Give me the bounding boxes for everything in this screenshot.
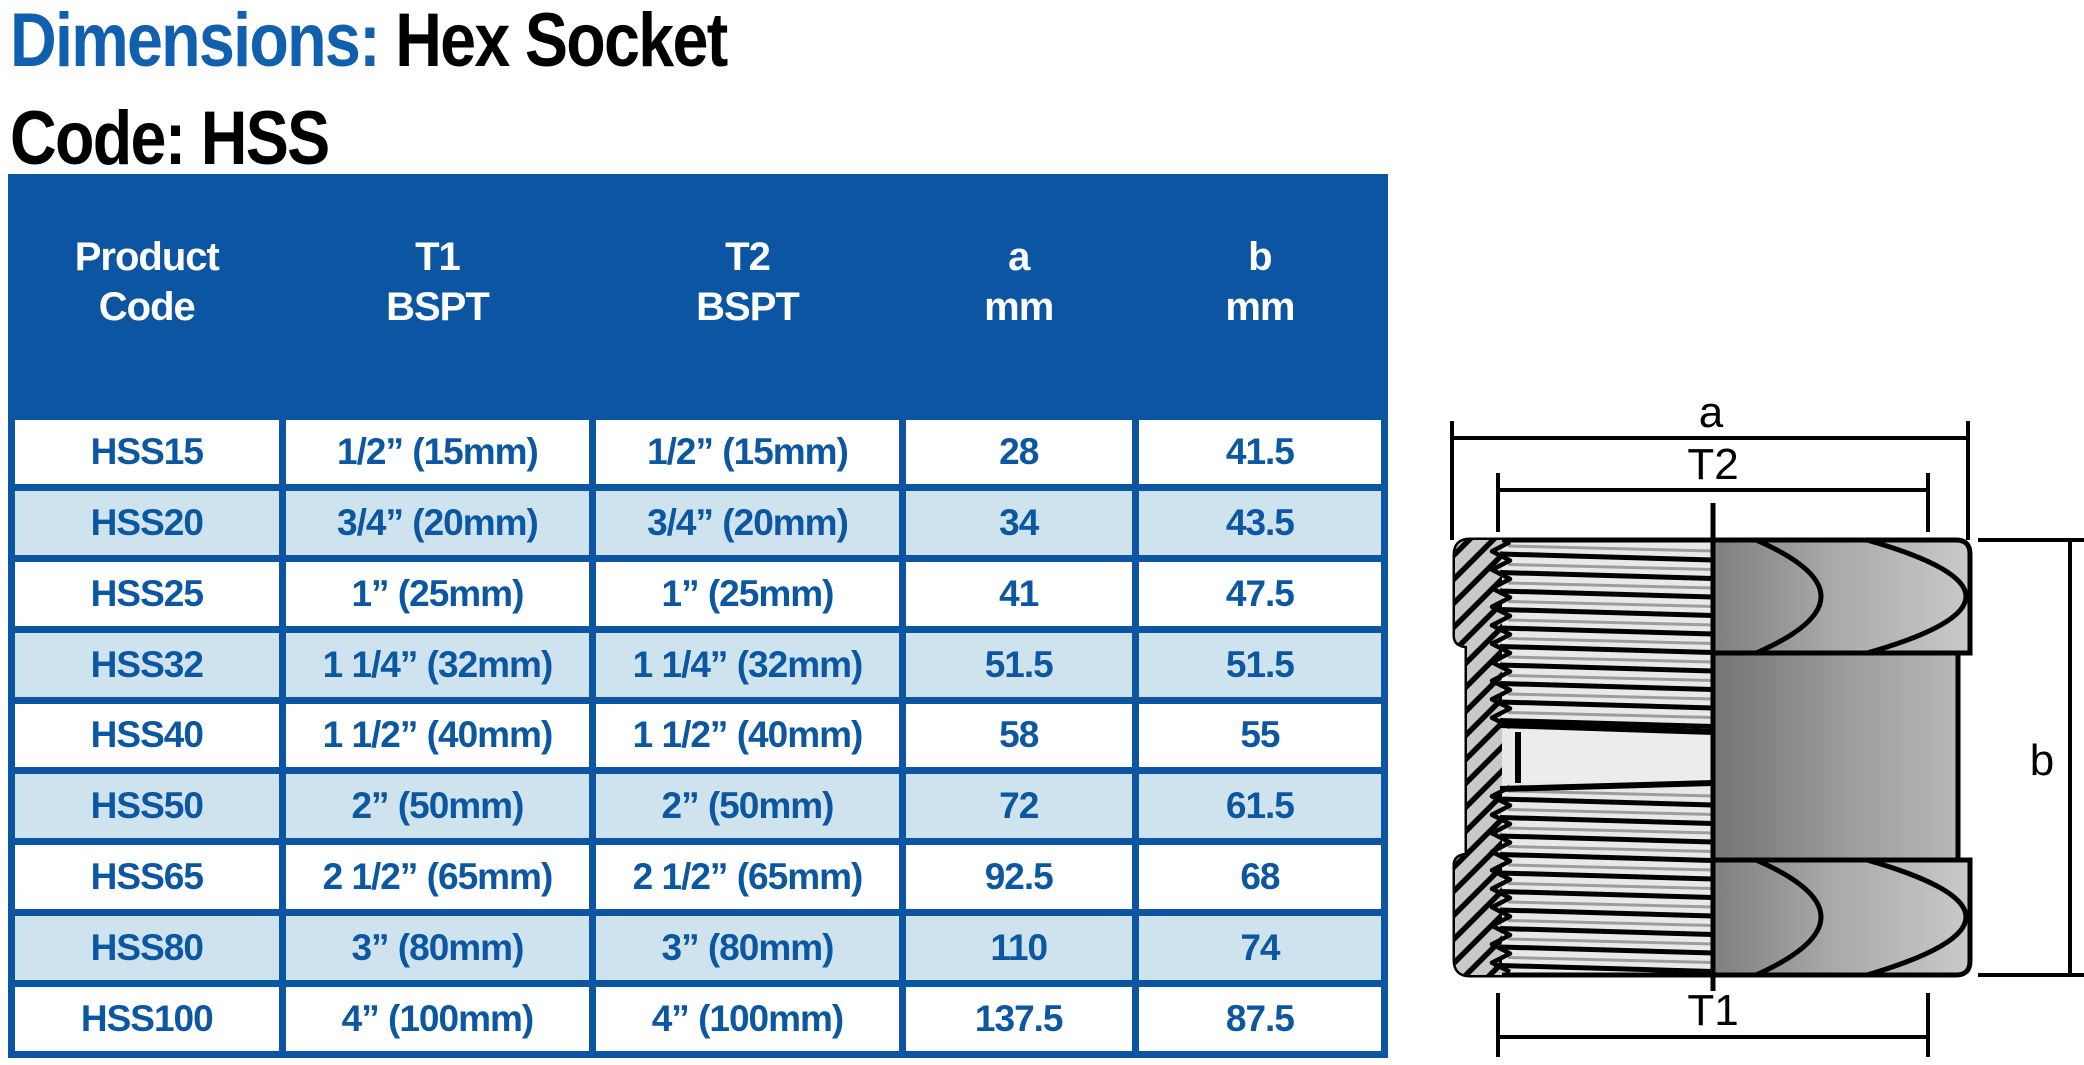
cell-b: 74 <box>1138 916 1381 980</box>
cell-a: 72 <box>905 774 1132 839</box>
dimension-t2 <box>1496 473 1930 532</box>
dimension-a <box>1450 421 1970 540</box>
hex-band-top <box>1710 537 1973 656</box>
cell-a: 137.5 <box>905 987 1132 1051</box>
bore-band-edges <box>1499 722 1714 792</box>
cell-a: 58 <box>905 703 1132 768</box>
dimension-a-label: a <box>1699 388 1724 437</box>
cell-a: 92.5 <box>905 845 1132 910</box>
thread-lines <box>1499 551 1714 974</box>
cell-product-code: HSS15 <box>15 420 279 484</box>
table-row: HSS50 2” (50mm) 2” (50mm) 72 61.5 <box>15 774 1381 839</box>
table-row: HSS80 3” (80mm) 3” (80mm) 110 74 <box>15 916 1381 980</box>
cell-t2: 4” (100mm) <box>596 987 899 1051</box>
hex-socket-diagram: a T2 b T1 <box>1450 388 2084 1057</box>
cell-product-code: HSS100 <box>15 987 279 1051</box>
table-row: HSS100 4” (100mm) 4” (100mm) 137.5 87.5 <box>15 987 1381 1051</box>
cell-t2: 1 1/4” (32mm) <box>596 632 899 697</box>
dimension-b-label: b <box>2030 736 2054 785</box>
table-row: HSS20 3/4” (20mm) 3/4” (20mm) 34 43.5 <box>15 490 1381 555</box>
dimension-a-line <box>1450 421 1970 540</box>
cell-b: 51.5 <box>1138 632 1381 697</box>
cell-a: 51.5 <box>905 632 1132 697</box>
cell-t1: 3/4” (20mm) <box>285 490 590 555</box>
cell-t1: 1/2” (15mm) <box>285 420 590 484</box>
cell-t2: 3/4” (20mm) <box>596 490 899 555</box>
thread-crest-zigzag-bottom <box>1489 785 1513 975</box>
table-row: HSS25 1” (25mm) 1” (25mm) 41 47.5 <box>15 561 1381 626</box>
cell-t2: 2 1/2” (65mm) <box>596 845 899 910</box>
hatch-lines <box>1455 540 1502 975</box>
hex-face-curves-bottom <box>1754 857 1969 978</box>
table-row: HSS32 1 1/4” (32mm) 1 1/4” (32mm) 51.5 5… <box>15 632 1381 697</box>
cell-t2: 1” (25mm) <box>596 561 899 626</box>
cell-product-code: HSS32 <box>15 632 279 697</box>
dimension-t1-label: T1 <box>1687 986 1738 1035</box>
cell-t1: 4” (100mm) <box>285 987 590 1051</box>
dimension-t2-label: T2 <box>1687 440 1738 489</box>
cell-t1: 3” (80mm) <box>285 916 590 980</box>
table-row: HSS65 2 1/2” (65mm) 2 1/2” (65mm) 92.5 6… <box>15 845 1381 910</box>
table-row: HSS40 1 1/2” (40mm) 1 1/2” (40mm) 58 55 <box>15 703 1381 768</box>
cell-b: 55 <box>1138 703 1381 768</box>
dimension-t1 <box>1496 993 1930 1057</box>
cell-a: 110 <box>905 916 1132 980</box>
dimension-b-line <box>1978 538 2084 977</box>
cell-b: 47.5 <box>1138 561 1381 626</box>
cell-product-code: HSS40 <box>15 703 279 768</box>
hex-face-curves-top <box>1755 537 1969 656</box>
cell-t2: 1 1/2” (40mm) <box>596 703 899 768</box>
cell-a: 41 <box>905 561 1132 626</box>
cell-a: 28 <box>905 420 1132 484</box>
title-line-1: Dimensions: Hex Socket <box>10 0 728 90</box>
cell-b: 43.5 <box>1138 490 1381 555</box>
dimension-t2-line <box>1496 473 1930 532</box>
cell-t1: 2” (50mm) <box>285 774 590 839</box>
thread-cross-section <box>1452 537 1716 978</box>
cell-t2: 1/2” (15mm) <box>596 420 899 484</box>
cell-t1: 1 1/4” (32mm) <box>285 632 590 697</box>
cell-product-code: HSS20 <box>15 490 279 555</box>
cell-b: 68 <box>1138 845 1381 910</box>
hatch-band <box>1455 540 1502 975</box>
hex-body-exterior <box>1710 537 1973 978</box>
cell-product-code: HSS80 <box>15 916 279 980</box>
cell-t2: 2” (50mm) <box>596 774 899 839</box>
page-title: Dimensions: Hex Socket Code: HSS <box>10 0 728 188</box>
cell-b: 87.5 <box>1138 987 1381 1051</box>
hex-band-bottom <box>1710 857 1973 978</box>
dimension-b <box>1978 538 2084 977</box>
table-row: HSS15 1/2” (15mm) 1/2” (15mm) 28 41.5 <box>15 420 1381 484</box>
title-product-name: Hex Socket <box>378 0 728 83</box>
cell-a: 34 <box>905 490 1132 555</box>
cell-t1: 2 1/2” (65mm) <box>285 845 590 910</box>
cell-t1: 1” (25mm) <box>285 561 590 626</box>
thread-crest-zigzag-top <box>1489 540 1513 730</box>
cell-product-code: HSS50 <box>15 774 279 839</box>
cell-product-code: HSS65 <box>15 845 279 910</box>
bore-plain-band <box>1518 731 1713 783</box>
cell-b: 61.5 <box>1138 774 1381 839</box>
dimension-t1-line <box>1496 993 1930 1057</box>
cell-t1: 1 1/2” (40mm) <box>285 703 590 768</box>
cell-t2: 3” (80mm) <box>596 916 899 980</box>
cylinder-body <box>1710 650 1961 863</box>
cell-b: 41.5 <box>1138 420 1381 484</box>
cell-product-code: HSS25 <box>15 561 279 626</box>
title-dimensions-label: Dimensions: <box>10 0 381 83</box>
thread-shadow-lines <box>1507 544 1714 964</box>
title-code-line: Code: HSS <box>10 96 330 181</box>
